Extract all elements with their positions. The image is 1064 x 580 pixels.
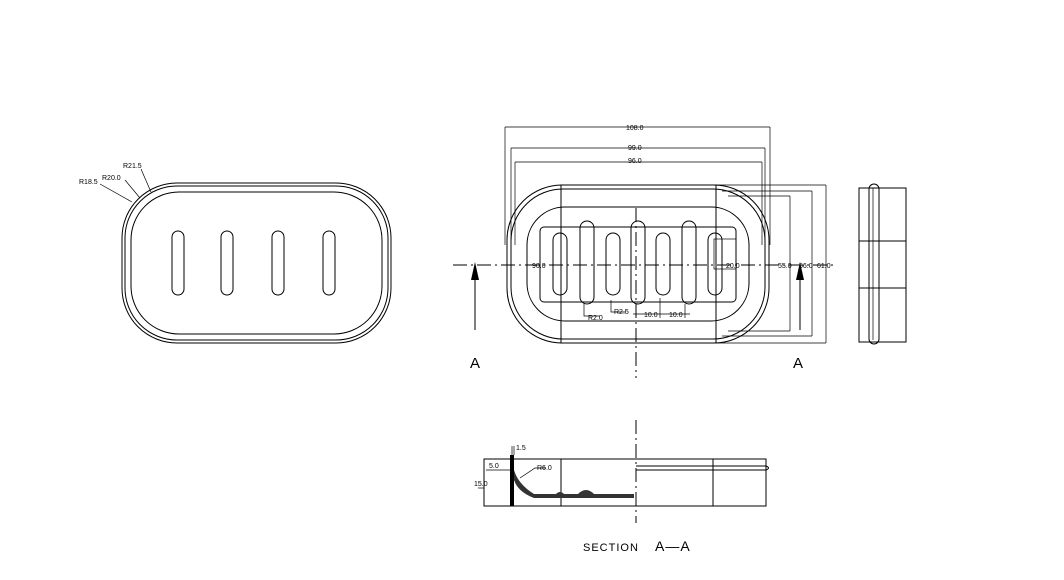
- plan-slot-5: [655, 232, 671, 296]
- dim-20: 20.0: [726, 263, 740, 270]
- plan-slot-2: [579, 220, 595, 305]
- section-caption-id: A—A: [655, 538, 691, 554]
- dim-55: 55.0: [778, 263, 792, 270]
- plan-rim-2: [510, 188, 766, 340]
- side-view: [858, 183, 907, 345]
- tab-rect: [713, 238, 737, 270]
- plan-inner-rim: [526, 206, 750, 322]
- dim-15: 15.0: [474, 481, 488, 488]
- section-arrow-right: [796, 262, 804, 280]
- plan-view: 108.0 99.0 96.0 55.0 56.0 61.0 90.0 20.0…: [453, 125, 835, 378]
- section-marker-left: A: [470, 355, 480, 372]
- top-view: R21.5 R20.0 R18.5: [79, 163, 392, 344]
- radius-label-r18-5: R18.5: [79, 179, 98, 186]
- section-caption-word: SECTION: [583, 542, 639, 554]
- section-arrow-left: [471, 262, 479, 280]
- dim-56: 56.0: [799, 263, 813, 270]
- dim-10-b: 10.0: [669, 312, 683, 319]
- dim-r2-5: R2.5: [614, 309, 629, 316]
- section-marker-right: A: [793, 355, 803, 372]
- dim-r6: R6.0: [537, 465, 552, 472]
- plan-slot-7: [707, 232, 723, 296]
- dim-5: 5.0: [489, 463, 499, 470]
- inner-rim: [130, 191, 383, 335]
- plan-slot-4: [630, 220, 646, 305]
- wall-profile: [510, 455, 514, 506]
- floor-profile: [514, 470, 634, 498]
- plan-slot-3: [605, 232, 621, 296]
- section-outline: [483, 458, 767, 507]
- slot-1: [171, 230, 185, 296]
- dim-96: 96.0: [628, 158, 642, 165]
- flange-rect: [560, 184, 717, 344]
- dim-108: 108.0: [626, 125, 644, 132]
- dim-1-5: 1.5: [516, 445, 526, 452]
- section-view: 1.5 5.0 R6.0 15.0 SECTION A—A: [474, 420, 769, 554]
- dim-99: 99.0: [628, 145, 642, 152]
- slot-4: [322, 230, 336, 296]
- dim-10-a: 10.0: [644, 312, 658, 319]
- dim-r2: R2.0: [588, 315, 603, 322]
- rim-line-2: [124, 185, 389, 341]
- radius-label-r20: R20.0: [102, 175, 121, 182]
- radius-label-r21-5: R21.5: [123, 163, 142, 170]
- side-rim: [868, 183, 880, 345]
- dim-90: 90.0: [532, 263, 546, 270]
- slot-2: [220, 230, 234, 296]
- plan-slot-1: [552, 232, 568, 296]
- side-outer: [858, 187, 907, 343]
- dim-61: 61.0: [817, 263, 831, 270]
- slot-3: [271, 230, 285, 296]
- outer-rim: [121, 182, 392, 344]
- plan-slot-6: [681, 220, 697, 305]
